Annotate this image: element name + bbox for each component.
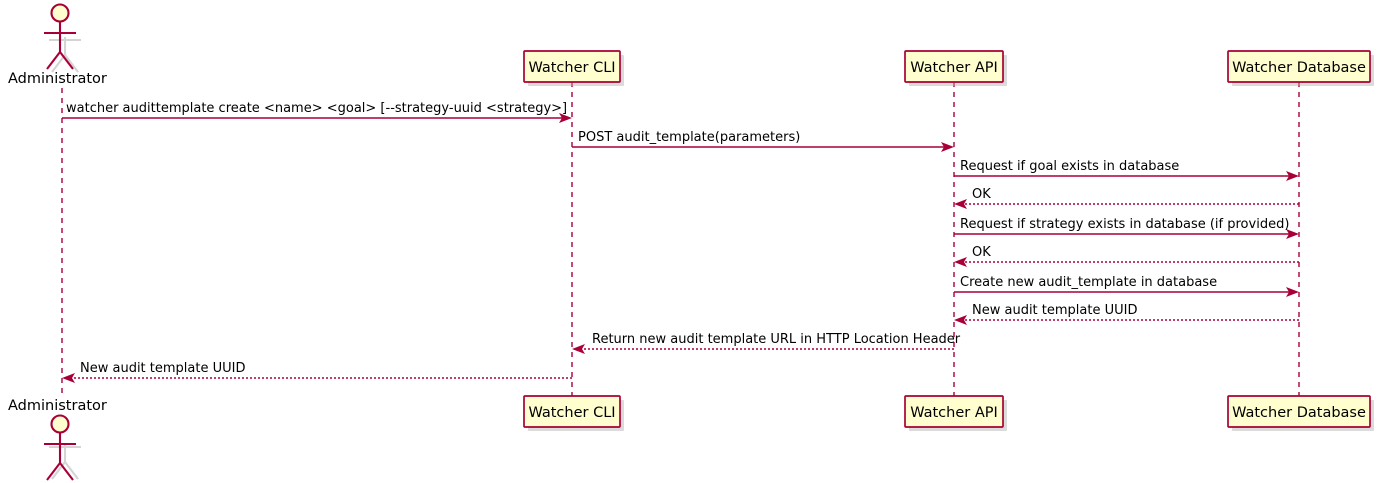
arrowhead-left bbox=[954, 315, 967, 325]
participant-box-watcher-api-top[interactable]: Watcher API bbox=[904, 50, 1007, 86]
actor-body-top bbox=[44, 22, 76, 70]
actor-shadow-bottom bbox=[49, 444, 81, 480]
participant-box-watcher-database-bottom[interactable]: Watcher Database bbox=[1227, 395, 1374, 431]
actor-label-administrator-top: Administrator bbox=[8, 71, 107, 87]
message-7: Create new audit_template in database bbox=[954, 275, 1299, 297]
participant-box-watcher-database-top[interactable]: Watcher Database bbox=[1227, 50, 1374, 86]
actor-label-administrator-bottom: Administrator bbox=[8, 398, 107, 414]
arrowhead-left bbox=[62, 373, 75, 383]
participant-box-watcher-cli-top[interactable]: Watcher CLI bbox=[523, 50, 624, 86]
message-label-4: OK bbox=[972, 187, 991, 202]
actor-head-icon-bottom bbox=[50, 414, 70, 434]
message-4: OK bbox=[954, 187, 1299, 209]
participant-label-watcher-database-top: Watcher Database bbox=[1232, 60, 1366, 76]
arrowhead-right bbox=[1286, 287, 1299, 297]
message-label-8: New audit template UUID bbox=[972, 303, 1137, 318]
participant-box-watcher-api-bottom[interactable]: Watcher API bbox=[904, 395, 1007, 431]
message-label-1: watcher audittemplate create <name> <goa… bbox=[66, 101, 567, 116]
arrowhead-left bbox=[572, 344, 585, 354]
actor-administrator-bottom[interactable]: Administrator bbox=[8, 398, 107, 481]
arrowhead-left bbox=[954, 257, 967, 267]
message-10: New audit template UUID bbox=[62, 361, 572, 383]
box-rect bbox=[1227, 50, 1371, 83]
message-8: New audit template UUID bbox=[954, 303, 1299, 325]
arrowhead-right bbox=[1286, 171, 1299, 181]
actor-head-icon-top bbox=[50, 3, 70, 23]
message-9: Return new audit template URL in HTTP Lo… bbox=[572, 332, 961, 354]
participant-label-watcher-api-top: Watcher API bbox=[910, 60, 998, 76]
actor-shadow-top bbox=[49, 37, 81, 73]
participant-label-watcher-cli-bottom: Watcher CLI bbox=[528, 405, 615, 421]
actor-body-bottom bbox=[44, 433, 76, 481]
message-2: POST audit_template(parameters) bbox=[572, 130, 954, 152]
arrowhead-left bbox=[954, 199, 967, 209]
box-rect bbox=[523, 395, 621, 428]
arrowhead-right bbox=[941, 142, 954, 152]
message-label-5: Request if strategy exists in database (… bbox=[960, 217, 1289, 232]
message-label-3: Request if goal exists in database bbox=[960, 159, 1179, 174]
message-label-2: POST audit_template(parameters) bbox=[578, 130, 800, 145]
participant-box-watcher-cli-bottom[interactable]: Watcher CLI bbox=[523, 395, 624, 431]
message-3: Request if goal exists in database bbox=[954, 159, 1299, 181]
arrowhead-right bbox=[1286, 229, 1299, 239]
participant-label-watcher-api-bottom: Watcher API bbox=[910, 405, 998, 421]
message-1: watcher audittemplate create <name> <goa… bbox=[62, 101, 572, 123]
message-6: OK bbox=[954, 245, 1299, 267]
message-5: Request if strategy exists in database (… bbox=[954, 217, 1299, 239]
box-rect bbox=[904, 50, 1004, 83]
participant-label-watcher-cli-top: Watcher CLI bbox=[528, 60, 615, 76]
message-label-6: OK bbox=[972, 245, 991, 260]
box-rect bbox=[1227, 395, 1371, 428]
box-rect bbox=[904, 395, 1004, 428]
message-label-10: New audit template UUID bbox=[80, 361, 245, 376]
actor-administrator-top[interactable]: Administrator bbox=[8, 3, 107, 88]
message-label-9: Return new audit template URL in HTTP Lo… bbox=[592, 332, 961, 347]
lifelines bbox=[61, 82, 1300, 396]
participant-label-watcher-database-bottom: Watcher Database bbox=[1232, 405, 1366, 421]
box-rect bbox=[523, 50, 621, 83]
message-label-7: Create new audit_template in database bbox=[960, 275, 1217, 290]
arrowhead-right bbox=[559, 113, 572, 123]
